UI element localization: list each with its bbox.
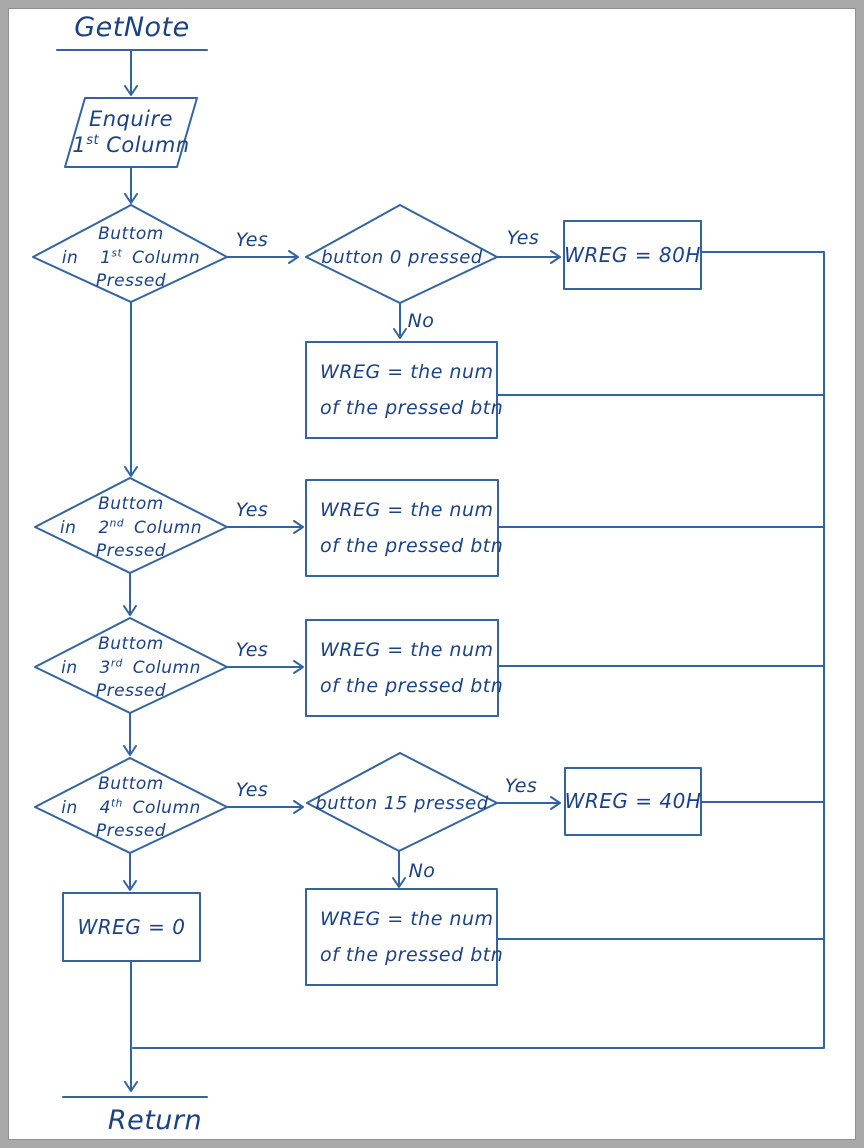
arrow-right-icon: [293, 520, 304, 534]
branch-no-button0: No: [407, 310, 435, 333]
decision-button0-label: button 0 pressed: [321, 246, 483, 268]
return-label: Return: [107, 1105, 203, 1137]
io-line2: 1st Column: [72, 133, 190, 157]
arrow-down-icon: [124, 193, 138, 204]
arrow-right-icon: [288, 250, 299, 264]
process-num3-label: WREG = the num of the pressed btn: [320, 638, 504, 697]
branch-yes-button0: Yes: [506, 227, 540, 250]
branch-yes-col1: Yes: [235, 229, 269, 252]
process-box-num3: [305, 619, 499, 717]
branch-yes-col4: Yes: [235, 779, 269, 802]
process-wreg40-label: WREG = 40H: [564, 789, 702, 813]
arrow-down-icon: [124, 1081, 138, 1092]
arrow-right-icon: [550, 796, 561, 810]
branch-no-button15: No: [408, 860, 436, 883]
process-num1-label: WREG = the num of the pressed btn: [320, 360, 504, 419]
arrow-down-icon: [123, 745, 137, 756]
branch-yes-col3: Yes: [235, 639, 269, 662]
process-wreg80-label: WREG = 80H: [564, 242, 701, 267]
arrow-down-icon: [124, 85, 138, 96]
decision-col3-label: Buttom in 3rd Column Pressed: [61, 634, 201, 701]
arrow-down-icon: [123, 880, 137, 891]
decision-col1-label: Buttom in 1st Column Pressed: [61, 224, 201, 291]
branch-yes-col2: Yes: [235, 499, 269, 522]
arrow-right-icon: [293, 800, 304, 814]
process-box-num4: [305, 888, 498, 986]
branch-yes-button15: Yes: [504, 775, 538, 798]
io-parallelogram: [64, 97, 198, 168]
process-box-num1: [305, 341, 498, 439]
arrow-down-icon: [393, 328, 407, 339]
process-wreg0-label: WREG = 0: [77, 914, 186, 939]
decision-col2-label: Buttom in 2nd Column Pressed: [59, 494, 203, 561]
arrow-right-icon: [293, 660, 304, 674]
process-num4-label: WREG = the num of the pressed btn: [320, 907, 504, 966]
io-enquire-label: Enquire 1st Column: [68, 100, 194, 164]
arrow-down-icon: [124, 466, 138, 477]
process-box-wreg80: [563, 220, 702, 290]
start-label-text: GetNote: [74, 12, 190, 44]
arrow-down-icon: [392, 877, 406, 888]
decision-button15-label: button 15 pressed: [315, 792, 489, 814]
decision-col4-label: Buttom in 4th Column Pressed: [61, 774, 201, 841]
trunk-return-line: [132, 251, 825, 1049]
arrow-down-icon: [123, 605, 137, 616]
io-line1: Enquire: [88, 106, 174, 131]
process-num2-label: WREG = the num of the pressed btn: [320, 498, 504, 557]
start-label: GetNote: [47, 8, 217, 48]
arrow-right-icon: [550, 250, 561, 264]
